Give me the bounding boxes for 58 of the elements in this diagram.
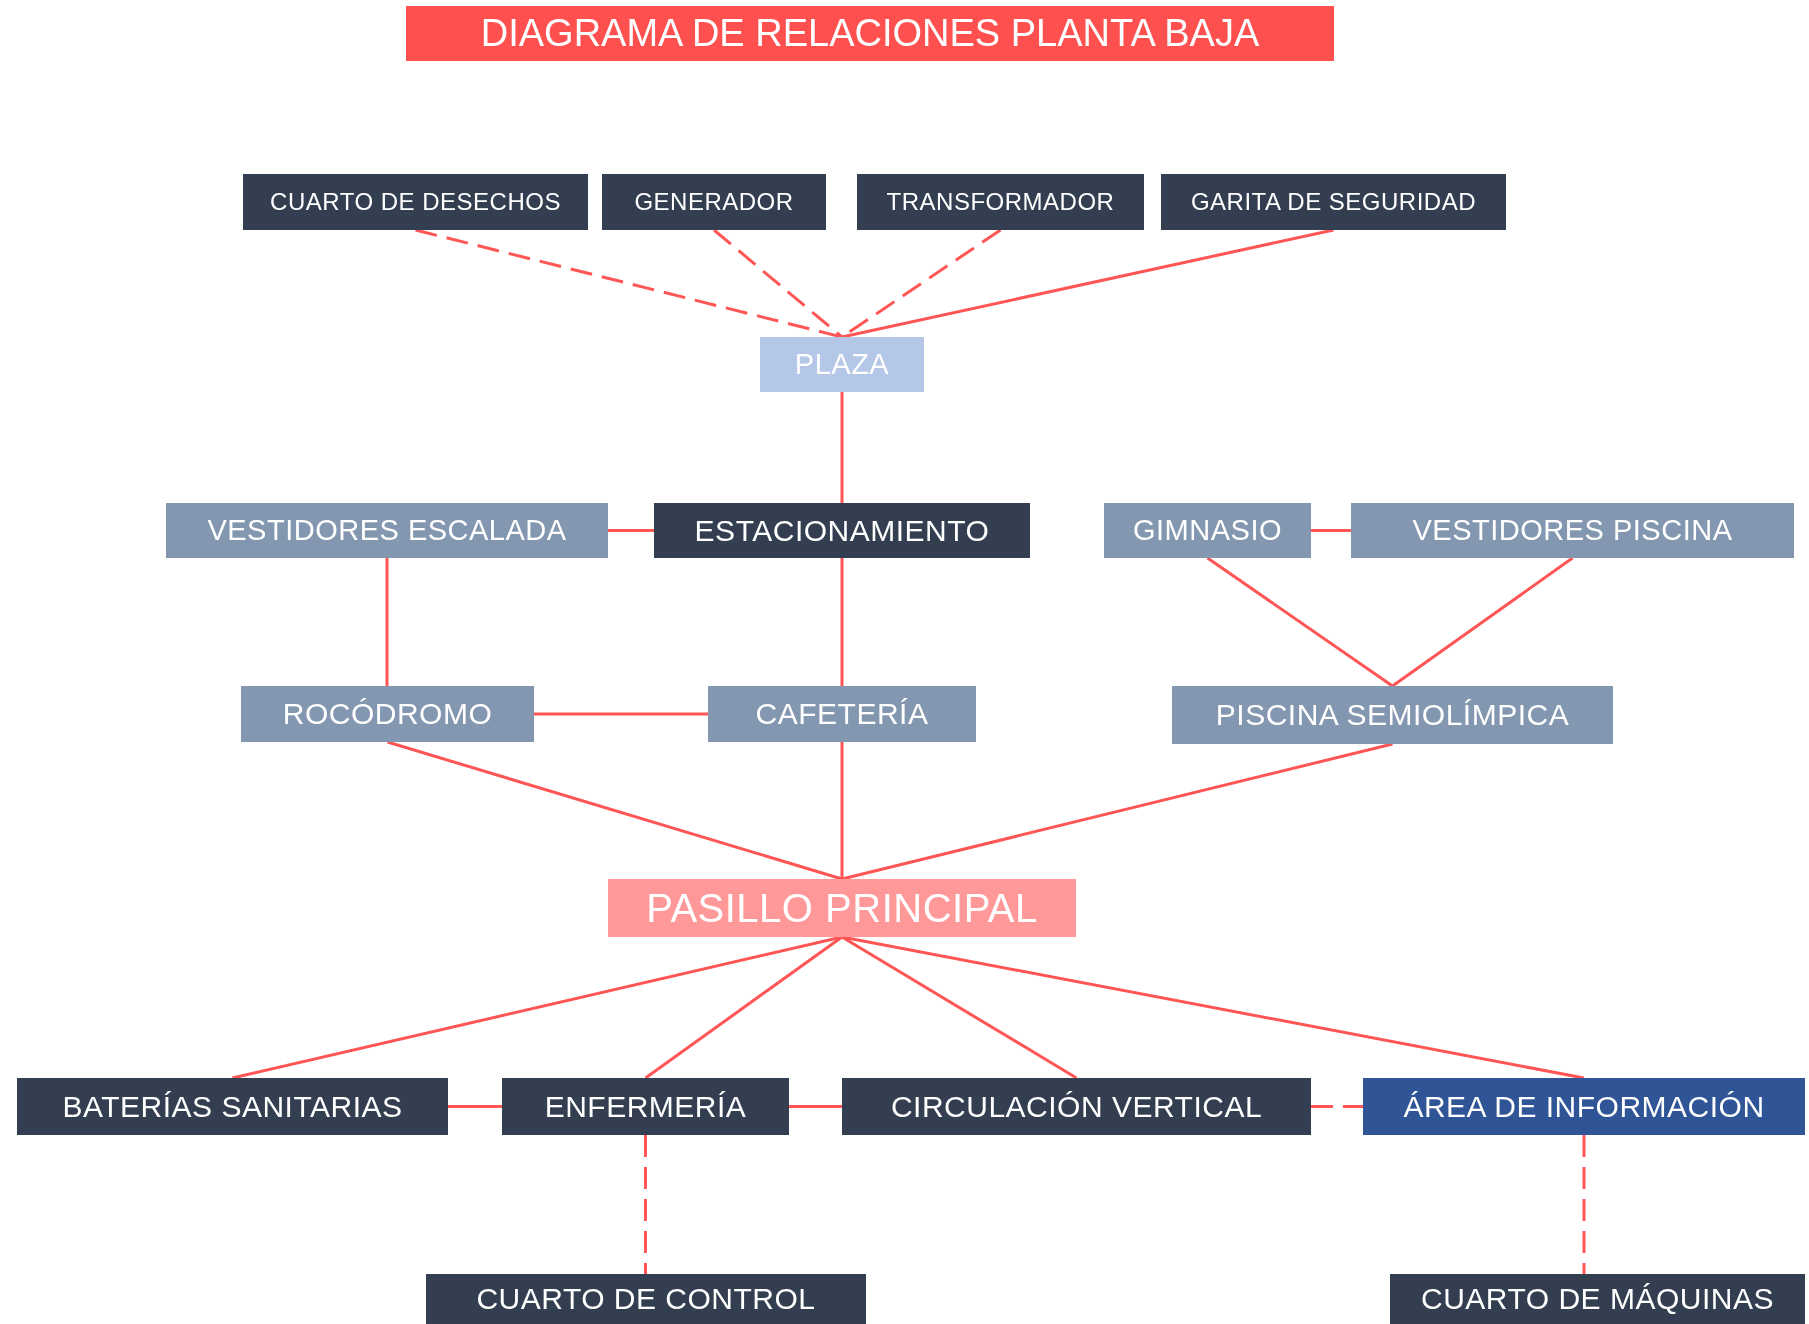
room-name: GARITA DE SEGURIDAD (1190, 188, 1477, 216)
connector-line (608, 529, 654, 532)
room-box (608, 879, 1076, 937)
room-name: GIMNASIO (1133, 514, 1282, 547)
connector-line (841, 228, 1334, 339)
room-box (17, 1078, 448, 1135)
room-box (426, 1274, 866, 1324)
connector-line (840, 742, 844, 879)
connector-line (534, 712, 708, 716)
connector-line (789, 1105, 842, 1108)
dashed-connector (644, 1135, 647, 1274)
room-name: ROCÓDROMO (282, 697, 493, 731)
room-box (842, 1078, 1311, 1135)
room-name: ENFERMERÍA (544, 1089, 747, 1124)
connector-line (644, 935, 843, 1080)
room-name: VESTIDORES PISCINA (1412, 514, 1733, 547)
room-name: ÁREA DE INFORMACIÓN (1403, 1089, 1765, 1124)
connector-line (840, 558, 844, 686)
room-box (1172, 686, 1613, 744)
room-box (708, 686, 976, 742)
room-name: VESTIDORES ESCALADA (207, 514, 567, 547)
room-box (760, 337, 924, 392)
room-box (1351, 503, 1794, 558)
room-name: TRANSFORMADOR (886, 188, 1115, 216)
connector-line (1391, 556, 1574, 688)
room-box (857, 174, 1144, 230)
room-name: CAFETERÍA (755, 697, 929, 731)
room-box (1161, 174, 1506, 230)
room-box (166, 503, 608, 558)
connector-line (1311, 529, 1351, 532)
connector-line (1206, 556, 1394, 688)
room-box (502, 1078, 789, 1135)
diagram-title: DIAGRAMA DE RELACIONES PLANTA BAJA (406, 6, 1334, 61)
connector-line (841, 742, 1393, 881)
dashed-connector (1582, 1135, 1586, 1274)
connector-line (387, 740, 843, 881)
room-box (241, 686, 534, 742)
room-name: PISCINA SEMIOLÍMPICA (1215, 698, 1570, 732)
room-name: BATERÍAS SANITARIAS (62, 1089, 403, 1124)
room-name: GENERADOR (634, 188, 794, 216)
room-box (1390, 1274, 1805, 1324)
room-name: CUARTO DE DESECHOS (270, 188, 561, 216)
connector-line (385, 558, 389, 686)
room-name: CIRCULACIÓN VERTICAL (890, 1089, 1263, 1124)
connector-line (448, 1105, 502, 1108)
dashed-connector (713, 228, 843, 339)
room-box (1363, 1078, 1805, 1135)
room-box (602, 174, 826, 230)
room-name: ESTACIONAMIENTO (694, 513, 990, 548)
room-name: CUARTO DE MÁQUINAS (1421, 1282, 1774, 1316)
room-name: PASILLO PRINCIPAL (646, 885, 1038, 931)
room-box (243, 174, 588, 230)
connector-line (840, 392, 844, 503)
room-box (1104, 503, 1311, 558)
dashed-connector (1311, 1105, 1363, 1108)
room-name: CUARTO DE CONTROL (476, 1282, 816, 1316)
room-box (654, 503, 1030, 558)
room-name: PLAZA (794, 348, 890, 381)
